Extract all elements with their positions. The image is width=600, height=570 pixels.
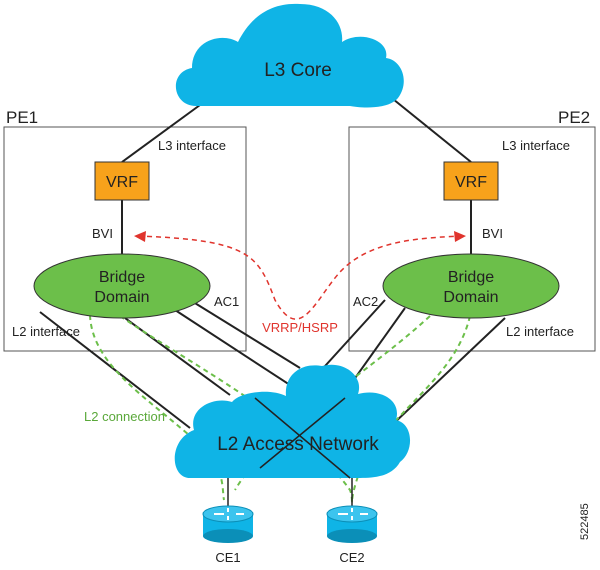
ce1-router-arrows-icon (214, 508, 244, 520)
pe1-l3-interface-label: L3 interface (158, 138, 226, 153)
l2-access-shape (174, 364, 411, 478)
vrrp-hsrp-label: VRRP/HSRP (262, 320, 338, 335)
pe1-box (3, 126, 247, 352)
pe1-l2-link-4 (189, 299, 301, 369)
pe1-ac-label: AC1 (214, 294, 239, 309)
pe2-vrf-box (443, 161, 499, 201)
access-cross-line-2 (259, 397, 346, 469)
vrrp-arrow-left (134, 231, 146, 242)
ce2-router-top (326, 505, 378, 523)
pe1-title: PE1 (6, 108, 38, 127)
l2-connection-path-1 (89, 314, 225, 501)
pe1-bridge-line2: Domain (94, 289, 149, 306)
pe2-box (348, 126, 596, 352)
pe2-bridge-line2: Domain (443, 289, 498, 306)
pe1-l2-interface-label: L2 interface (12, 324, 80, 339)
access-cross-line-1 (254, 397, 351, 479)
pe1-vrf-box (94, 161, 150, 201)
pe2-bridge-line1: Bridge (448, 269, 494, 286)
pe2-l2-link-3 (391, 317, 506, 426)
l2-access-network-label: L2 Access Network (217, 434, 379, 455)
pe1-l2-link-3 (171, 307, 291, 386)
ce2-router-base (327, 529, 377, 543)
pe2-l3-interface-label: L3 interface (502, 138, 570, 153)
ce2-router: CE2 (326, 505, 378, 565)
pe1-vrf-label: VRF (106, 174, 138, 191)
pe1-bridge-line1: Bridge (99, 269, 145, 286)
vrrp-hsrp-arc (137, 235, 463, 320)
pe2-l3-link (387, 94, 472, 163)
pe2-bridge-domain (382, 253, 560, 319)
pe2-l2-interface-label: L2 interface (506, 324, 574, 339)
l3-core-cloud: L3 Core (175, 3, 404, 108)
ce1-router-base (203, 529, 253, 543)
vrrp-arrow-right (454, 231, 466, 242)
pe1-bvi-label: BVI (92, 226, 113, 241)
l2-connection-label: L2 connection (84, 409, 165, 424)
pe2-bvi-label: BVI (482, 226, 503, 241)
pe1-l3-link (121, 104, 201, 163)
pe2-title: PE2 (558, 108, 590, 127)
ce2-router-arrows-icon (338, 508, 368, 520)
l3-core-label: L3 Core (264, 60, 332, 81)
pe1-bridge-domain (33, 253, 211, 319)
ce1-router: CE1 (202, 505, 254, 565)
pe2-vrf-label: VRF (455, 174, 487, 191)
ce1-label: CE1 (215, 550, 240, 565)
pe2-ac-label: AC2 (353, 294, 378, 309)
pe1-l2-link-1 (39, 311, 191, 429)
figure-id: 522485 (579, 503, 591, 540)
l2-access-network-cloud: L2 Access Network (174, 364, 411, 478)
l3-core-shape (175, 3, 404, 108)
pe1-l2-link-2 (124, 317, 231, 396)
ce1-router-top (202, 505, 254, 523)
ce2-label: CE2 (339, 550, 364, 565)
